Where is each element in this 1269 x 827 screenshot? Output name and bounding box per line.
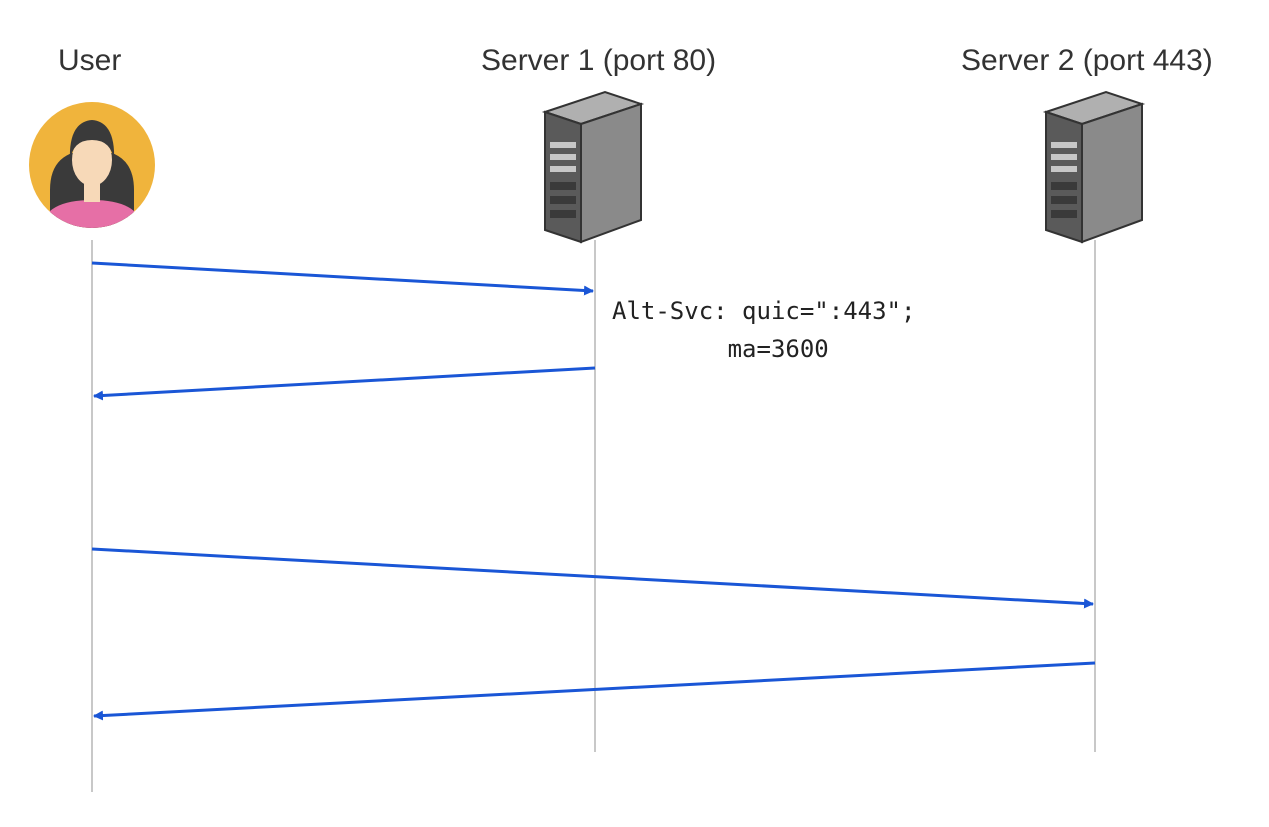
alt-svc-header-line2: ma=3600 bbox=[612, 335, 829, 363]
message-arrow-server2-to-user bbox=[93, 661, 1096, 721]
user-avatar-icon bbox=[29, 102, 155, 228]
server-tower-icon bbox=[541, 90, 645, 244]
actor-label-user: User bbox=[58, 44, 122, 77]
actor-label-server1: Server 1 (port 80) bbox=[481, 44, 717, 77]
actor-label-server2: Server 2 (port 443) bbox=[961, 44, 1213, 77]
server-tower-icon bbox=[1042, 90, 1146, 244]
message-arrow-user-to-server1 bbox=[91, 261, 594, 296]
message-arrow-user-to-server2 bbox=[91, 547, 1094, 609]
message-arrow-server1-to-user bbox=[93, 366, 596, 401]
alt-svc-header-line1: Alt-Svc: quic=":443"; bbox=[612, 297, 916, 325]
